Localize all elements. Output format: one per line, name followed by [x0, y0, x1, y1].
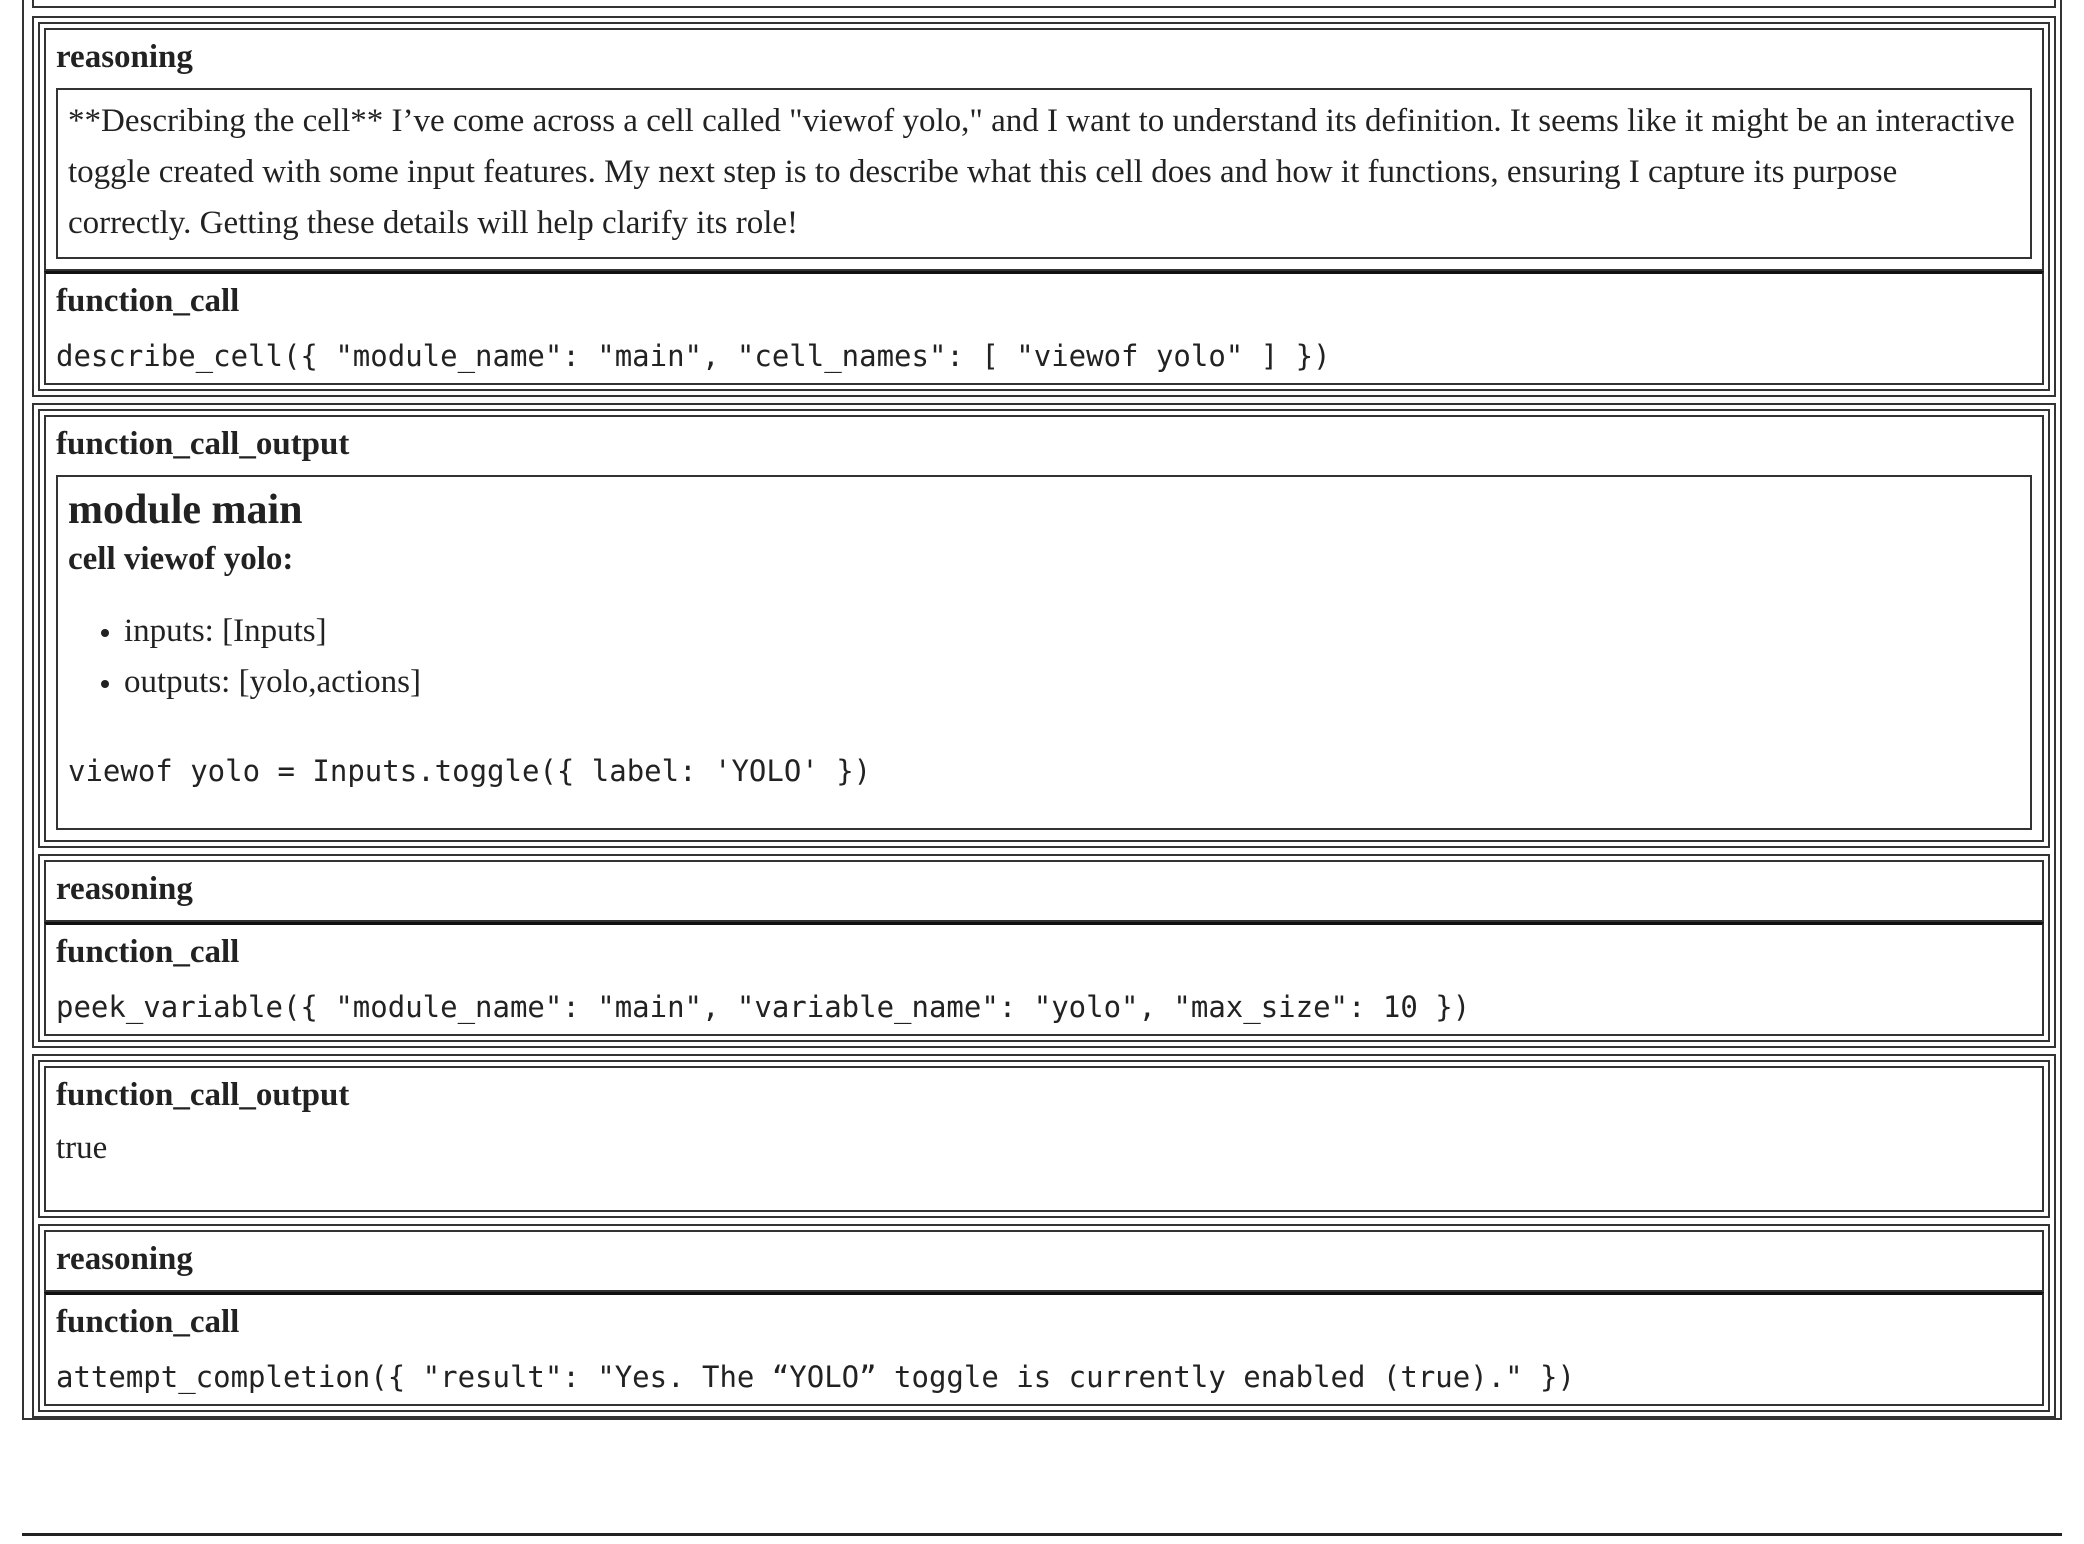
- cell-outputs: outputs: [yolo,actions]: [124, 657, 2020, 708]
- turn-3: function_call_output true reasoning func…: [32, 1054, 2056, 1419]
- reasoning-label: reasoning: [56, 39, 193, 75]
- previous-turn-stub-box: [32, 0, 2056, 8]
- function-call-output-label: function_call_output: [56, 426, 350, 463]
- function-call-block: function_call attempt_completion({ "resu…: [44, 1291, 2044, 1407]
- conversation-log: reasoning **Describing the cell** I’ve c…: [22, 0, 2062, 1421]
- cell-source-code: viewof yolo = Inputs.toggle({ label: 'YO…: [68, 754, 872, 789]
- turn-1-group: reasoning **Describing the cell** I’ve c…: [38, 22, 2050, 392]
- module-title: module main: [68, 486, 303, 533]
- function-call-output-label: function_call_output: [56, 1077, 350, 1114]
- turn-2-output-group: function_call_output module main cell vi…: [38, 409, 2050, 849]
- reasoning-text: **Describing the cell** I’ve come across…: [56, 87, 2032, 259]
- function-call-output-block: function_call_output true: [44, 1066, 2044, 1212]
- function-call-block: function_call peek_variable({ "module_na…: [44, 921, 2044, 1037]
- function-call-output-block: function_call_output module main cell vi…: [44, 415, 2044, 843]
- function-call-code: peek_variable({ "module_name": "main", "…: [56, 990, 1471, 1025]
- reasoning-block: reasoning: [44, 1229, 2044, 1292]
- function-call-block: function_call describe_cell({ "module_na…: [44, 270, 2044, 386]
- cell-title: cell viewof yolo:: [68, 541, 294, 578]
- function-call-code: attempt_completion({ "result": "Yes. The…: [56, 1360, 1575, 1395]
- function-call-label: function_call: [56, 282, 240, 319]
- turn-3-call-group: reasoning function_call attempt_completi…: [38, 1223, 2050, 1413]
- turn-2: function_call_output module main cell vi…: [32, 403, 2056, 1049]
- next-turn-edge: [22, 1533, 2062, 1536]
- cell-description: module main cell viewof yolo: inputs: [I…: [56, 474, 2032, 831]
- cell-inputs: inputs: [Inputs]: [124, 606, 2020, 657]
- turn-2-call-group: reasoning function_call peek_variable({ …: [38, 854, 2050, 1043]
- cell-io-list: inputs: [Inputs] outputs: [yolo,actions]: [68, 606, 2020, 708]
- reasoning-label: reasoning: [56, 1240, 193, 1277]
- function-call-output-value: true: [56, 1129, 108, 1166]
- previous-turn-stub: [24, 0, 2060, 8]
- reasoning-block: reasoning **Describing the cell** I’ve c…: [44, 28, 2044, 271]
- turn-3-output-group: function_call_output true: [38, 1060, 2050, 1218]
- function-call-code: describe_cell({ "module_name": "main", "…: [56, 339, 1331, 374]
- reasoning-label: reasoning: [56, 871, 193, 908]
- function-call-label: function_call: [56, 1303, 240, 1340]
- turn-1: reasoning **Describing the cell** I’ve c…: [32, 16, 2056, 398]
- reasoning-block: reasoning: [44, 860, 2044, 922]
- function-call-label: function_call: [56, 933, 240, 970]
